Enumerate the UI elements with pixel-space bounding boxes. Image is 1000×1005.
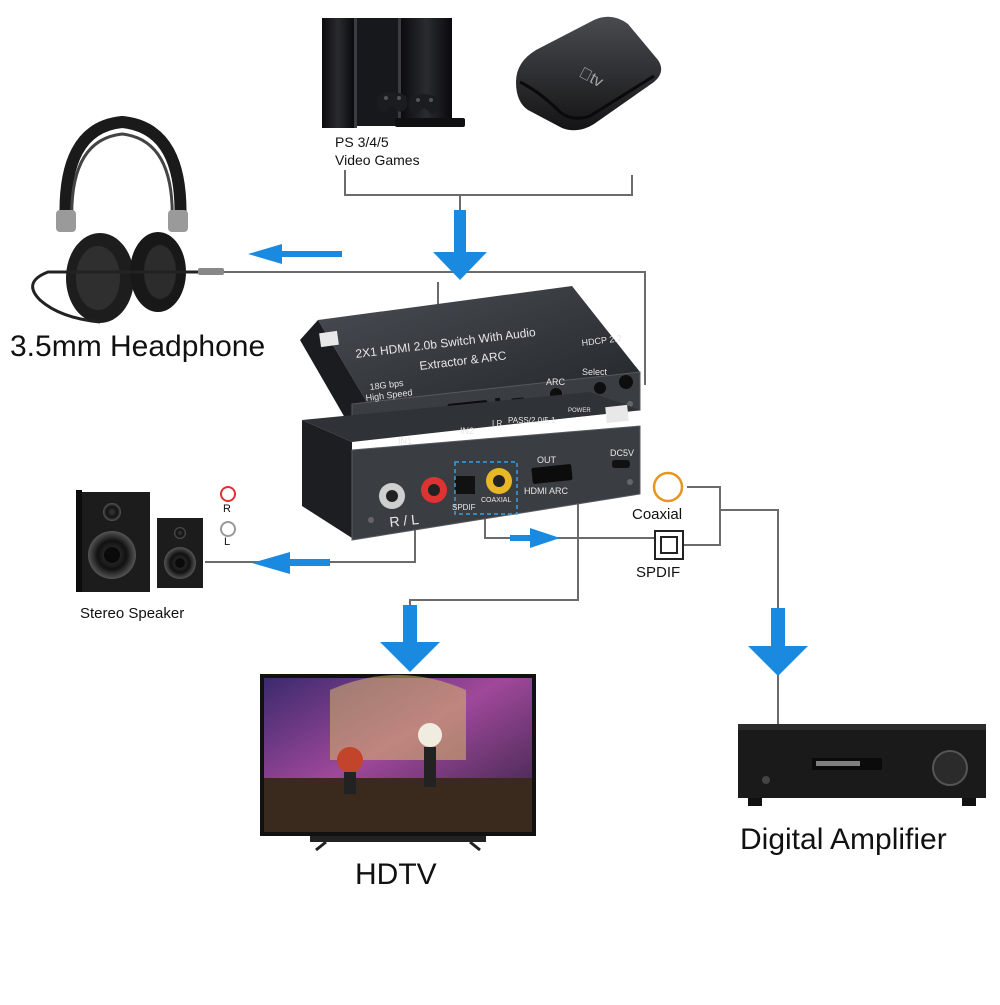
arrow-left-speaker [252, 552, 330, 574]
hdtv-image [260, 674, 536, 852]
amplifier-label: Digital Amplifier [740, 823, 947, 856]
device-out: OUT [537, 455, 557, 465]
wire-coaxial [687, 486, 779, 608]
arrow-down-sources [433, 210, 487, 280]
speaker-label: Stereo Speaker [80, 605, 185, 622]
device-ir: I R [492, 419, 502, 428]
wire-spdif [484, 515, 655, 539]
arrows [248, 210, 808, 676]
wire-headphone [205, 271, 646, 385]
ps-console-image [322, 18, 465, 128]
device-in1: IN1 [398, 436, 412, 446]
digital-amplifier-image [738, 724, 986, 806]
spdif-label: SPDIF [636, 564, 681, 581]
device-pass: PASS/2.0/5.1 [508, 416, 556, 425]
headphone-label: 3.5mm Headphone [10, 330, 266, 363]
device-rl: R / L [389, 511, 420, 530]
device-arc: ARC [546, 377, 566, 387]
device-spdif: SPDIF [452, 503, 476, 512]
headphone-image [31, 115, 224, 324]
ps-label-line1: PS 3/4/5 [335, 134, 389, 150]
apple-tv-image: tv [516, 16, 662, 131]
switch-device-bottom [302, 392, 641, 541]
device-select: Select [582, 367, 608, 377]
arrow-left-headphone [248, 244, 342, 264]
rl-indicator [220, 486, 236, 537]
wire-sources [344, 170, 633, 196]
device-in2: IN2 [460, 426, 474, 436]
arrow-down-amp [748, 608, 808, 676]
device-dc5v: DC5V [610, 448, 634, 458]
spdif-icon [654, 530, 684, 560]
rl-label-top: R [223, 503, 231, 515]
arrow-right-spdif [510, 528, 560, 548]
rl-label-bottom: L [224, 536, 231, 548]
stereo-speaker-image [76, 490, 203, 592]
device-hdcp: HDCP 2.2 [581, 333, 622, 348]
arrow-down-hdtv [380, 605, 440, 672]
coaxial-label: Coaxial [632, 506, 683, 523]
device-speed-line1: 18G bps [369, 378, 404, 392]
ps-label-line2: Video Games [335, 152, 420, 168]
device-coaxial: COAXIAL [481, 497, 511, 504]
coaxial-icon [652, 471, 684, 503]
hdtv-label: HDTV [355, 858, 437, 891]
device-hdmi-arc: HDMI ARC [524, 486, 569, 496]
device-power: POWER [568, 408, 591, 414]
wire-spdif-amp [683, 510, 721, 546]
